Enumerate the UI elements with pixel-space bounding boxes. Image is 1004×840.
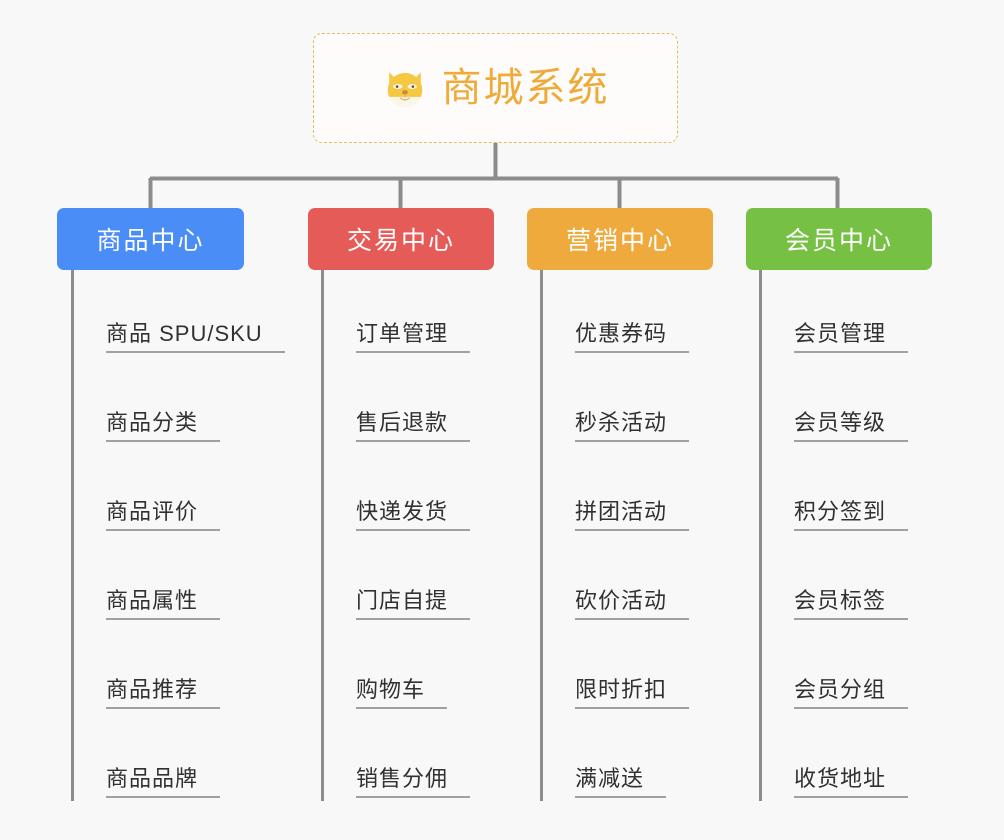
leaf-label: 会员分组 bbox=[794, 677, 909, 709]
category-header-2[interactable]: 交易中心 bbox=[308, 208, 494, 270]
category-label-1: 商品中心 bbox=[96, 227, 205, 255]
category-label-3: 营销中心 bbox=[565, 227, 674, 255]
list-item[interactable]: 收货地址 bbox=[760, 715, 909, 804]
list-item[interactable]: 商品属性 bbox=[72, 537, 285, 626]
list-item[interactable]: 商品评价 bbox=[72, 448, 285, 537]
leaf-label: 会员等级 bbox=[794, 410, 909, 442]
leaf-label: 快递发货 bbox=[356, 499, 471, 531]
branch-items-4: 会员管理 会员等级 积分签到 会员标签 会员分组 收货地址 bbox=[760, 270, 909, 804]
leaf-label: 会员管理 bbox=[794, 321, 909, 353]
leaf-label: 商品分类 bbox=[106, 410, 221, 442]
category-label-4: 会员中心 bbox=[784, 227, 893, 255]
list-item[interactable]: 满减送 bbox=[541, 715, 689, 804]
list-item[interactable]: 商品 SPU/SKU bbox=[72, 270, 285, 359]
root-node[interactable]: 商城系统 bbox=[313, 33, 678, 143]
leaf-label: 满减送 bbox=[575, 766, 667, 798]
list-item[interactable]: 积分签到 bbox=[760, 448, 909, 537]
leaf-label: 砍价活动 bbox=[575, 588, 690, 620]
list-item[interactable]: 购物车 bbox=[322, 626, 470, 715]
leaf-label: 积分签到 bbox=[794, 499, 909, 531]
list-item[interactable]: 限时折扣 bbox=[541, 626, 690, 715]
category-header-1[interactable]: 商品中心 bbox=[57, 208, 244, 270]
root-title: 商城系统 bbox=[441, 66, 610, 110]
category-header-3[interactable]: 营销中心 bbox=[527, 208, 713, 270]
list-item[interactable]: 会员等级 bbox=[760, 359, 909, 448]
list-item[interactable]: 拼团活动 bbox=[541, 448, 690, 537]
branch-items-1: 商品 SPU/SKU 商品分类 商品评价 商品属性 商品推荐 商品品牌 bbox=[72, 270, 285, 804]
shiba-dog-face-icon bbox=[387, 72, 422, 108]
leaf-label: 商品推荐 bbox=[106, 677, 221, 709]
leaf-label: 拼团活动 bbox=[575, 499, 690, 531]
leaf-label: 收货地址 bbox=[794, 766, 909, 798]
list-item[interactable]: 售后退款 bbox=[322, 359, 471, 448]
leaf-label: 优惠券码 bbox=[575, 321, 690, 353]
list-item[interactable]: 销售分佣 bbox=[322, 715, 471, 804]
list-item[interactable]: 商品分类 bbox=[72, 359, 285, 448]
list-item[interactable]: 商品推荐 bbox=[72, 626, 285, 715]
leaf-label: 商品评价 bbox=[106, 499, 221, 531]
branch-items-2: 订单管理 售后退款 快递发货 门店自提 购物车 销售分佣 bbox=[322, 270, 471, 804]
leaf-label: 售后退款 bbox=[356, 410, 471, 442]
leaf-label: 商品品牌 bbox=[106, 766, 221, 798]
leaf-label: 商品 SPU/SKU bbox=[106, 321, 285, 353]
list-item[interactable]: 订单管理 bbox=[322, 270, 471, 359]
list-item[interactable]: 会员分组 bbox=[760, 626, 909, 715]
list-item[interactable]: 优惠券码 bbox=[541, 270, 690, 359]
category-label-2: 交易中心 bbox=[346, 227, 455, 255]
category-header-4[interactable]: 会员中心 bbox=[746, 208, 932, 270]
list-item[interactable]: 会员标签 bbox=[760, 537, 909, 626]
leaf-label: 门店自提 bbox=[356, 588, 471, 620]
list-item[interactable]: 秒杀活动 bbox=[541, 359, 690, 448]
list-item[interactable]: 砍价活动 bbox=[541, 537, 690, 626]
leaf-label: 会员标签 bbox=[794, 588, 909, 620]
leaf-label: 销售分佣 bbox=[356, 766, 471, 798]
list-item[interactable]: 快递发货 bbox=[322, 448, 471, 537]
list-item[interactable]: 会员管理 bbox=[760, 270, 909, 359]
list-item[interactable]: 门店自提 bbox=[322, 537, 471, 626]
list-item[interactable]: 商品品牌 bbox=[72, 715, 285, 804]
leaf-label: 订单管理 bbox=[356, 321, 471, 353]
leaf-label: 限时折扣 bbox=[575, 677, 690, 709]
leaf-label: 购物车 bbox=[356, 677, 448, 709]
branch-items-3: 优惠券码 秒杀活动 拼团活动 砍价活动 限时折扣 满减送 bbox=[541, 270, 690, 804]
leaf-label: 商品属性 bbox=[106, 588, 221, 620]
leaf-label: 秒杀活动 bbox=[575, 410, 690, 442]
